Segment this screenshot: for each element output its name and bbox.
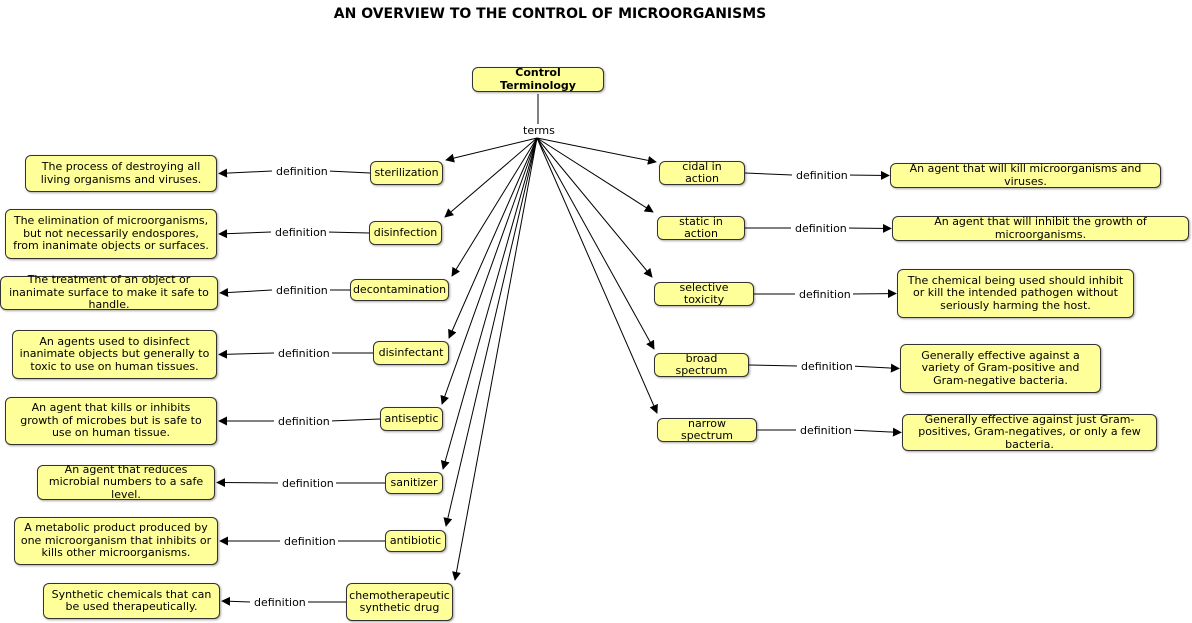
term-node-narrow-spectrum[interactable]: narrow spectrum xyxy=(657,417,757,442)
link-label-terms: terms xyxy=(521,124,557,137)
term-node-selective-toxicity[interactable]: selective toxicity xyxy=(654,281,754,306)
definition-node-narrow-spectrum[interactable]: Generally effective against just Gram-po… xyxy=(902,413,1157,451)
terms-to-broad-spectrum-connector xyxy=(536,137,655,350)
terms-to-selective-toxicity-connector xyxy=(536,137,653,278)
definition-node-antiseptic[interactable]: An agent that kills or inhibits growth o… xyxy=(5,397,217,445)
term-node-sterilization[interactable]: sterilization xyxy=(370,161,443,185)
definition-node-disinfection[interactable]: The elimination of microorganisms, but n… xyxy=(5,209,217,259)
definition-node-selective-toxicity[interactable]: The chemical being used should inhibit o… xyxy=(897,269,1134,318)
term-node-sanitizer[interactable]: sanitizer xyxy=(385,472,443,494)
term-node-cidal-in-action[interactable]: cidal in action xyxy=(659,160,745,185)
sterilization-to-label-line xyxy=(327,170,371,174)
terms-to-sterilization-connector xyxy=(445,137,538,163)
link-label-definition: definition xyxy=(797,288,853,301)
definition-node-antibiotic[interactable]: A metabolic product produced by one micr… xyxy=(14,517,218,565)
static-in-action-definition-arrow xyxy=(844,223,892,233)
definition-node-sterilization[interactable]: The process of destroying all living org… xyxy=(25,155,217,192)
terms-to-chemotherapeutic-synthetic-drug-connector xyxy=(452,137,538,581)
broad-spectrum-to-label-line xyxy=(748,364,798,367)
terms-to-sanitizer-connector xyxy=(440,137,538,470)
link-label-definition: definition xyxy=(274,165,330,178)
terms-to-cidal-in-action-connector xyxy=(536,137,657,165)
sterilization-definition-arrow xyxy=(218,168,273,178)
term-node-decontamination[interactable]: decontamination xyxy=(350,279,449,301)
terms-to-disinfection-connector xyxy=(444,137,538,218)
disinfection-to-label-line xyxy=(326,231,370,234)
definition-node-cidal-in-action[interactable]: An agent that will kill microorganisms a… xyxy=(890,162,1161,188)
terms-to-antibiotic-connector xyxy=(443,137,538,527)
link-label-definition: definition xyxy=(276,347,332,360)
decontamination-definition-arrow xyxy=(219,288,273,298)
selective-toxicity-definition-arrow xyxy=(848,289,897,299)
disinfectant-definition-arrow xyxy=(218,349,275,359)
terms-to-static-in-action-connector xyxy=(536,137,654,213)
link-label-definition: definition xyxy=(793,222,849,235)
term-node-antiseptic[interactable]: antiseptic xyxy=(380,407,443,431)
cidal-in-action-definition-arrow xyxy=(845,170,890,180)
definition-node-static-in-action[interactable]: An agent that will inhibit the growth of… xyxy=(892,215,1189,241)
broad-spectrum-definition-arrow xyxy=(850,363,900,373)
disinfection-definition-arrow xyxy=(218,229,272,239)
term-node-disinfectant[interactable]: disinfectant xyxy=(373,341,449,365)
term-node-broad-spectrum[interactable]: broad spectrum xyxy=(654,352,749,377)
link-label-definition: definition xyxy=(798,424,854,437)
term-node-antibiotic[interactable]: antibiotic xyxy=(385,530,446,552)
terms-to-antiseptic-connector xyxy=(440,137,538,405)
root-node-control-terminology[interactable]: Control Terminology xyxy=(472,66,604,92)
definition-node-sanitizer[interactable]: An agent that reduces microbial numbers … xyxy=(37,463,215,501)
link-label-definition: definition xyxy=(276,415,332,428)
link-label-definition: definition xyxy=(252,596,308,609)
terms-to-disinfectant-connector xyxy=(448,137,538,339)
page-title: AN OVERVIEW TO THE CONTROL OF MICROORGAN… xyxy=(333,6,767,22)
terms-to-decontamination-connector xyxy=(451,137,538,277)
term-node-disinfection[interactable]: disinfection xyxy=(369,221,442,245)
cidal-in-action-to-label-line xyxy=(744,172,793,176)
link-label-definition: definition xyxy=(794,169,850,182)
terms-to-narrow-spectrum-connector xyxy=(536,137,658,414)
term-node-static-in-action[interactable]: static in action xyxy=(657,215,745,240)
link-label-definition: definition xyxy=(274,284,330,297)
chemotherapeutic-synthetic-drug-definition-arrow xyxy=(221,596,251,606)
definition-node-decontamination[interactable]: The treatment of an object or inanimate … xyxy=(0,274,218,311)
link-label-definition: definition xyxy=(280,477,336,490)
antiseptic-to-label-line xyxy=(329,418,381,422)
term-node-chemotherapeutic-synthetic-drug[interactable]: chemotherapeutic synthetic drug xyxy=(346,583,453,621)
definition-node-disinfectant[interactable]: An agents used to disinfect inanimate ob… xyxy=(12,330,217,379)
sanitizer-definition-arrow xyxy=(216,478,279,488)
definition-node-chemotherapeutic-synthetic-drug[interactable]: Synthetic chemicals that can be used the… xyxy=(43,583,220,619)
link-label-definition: definition xyxy=(282,535,338,548)
narrow-spectrum-definition-arrow xyxy=(849,427,902,437)
link-label-definition: definition xyxy=(799,360,855,373)
definition-node-broad-spectrum[interactable]: Generally effective against a variety of… xyxy=(900,344,1101,393)
link-label-definition: definition xyxy=(273,226,329,239)
